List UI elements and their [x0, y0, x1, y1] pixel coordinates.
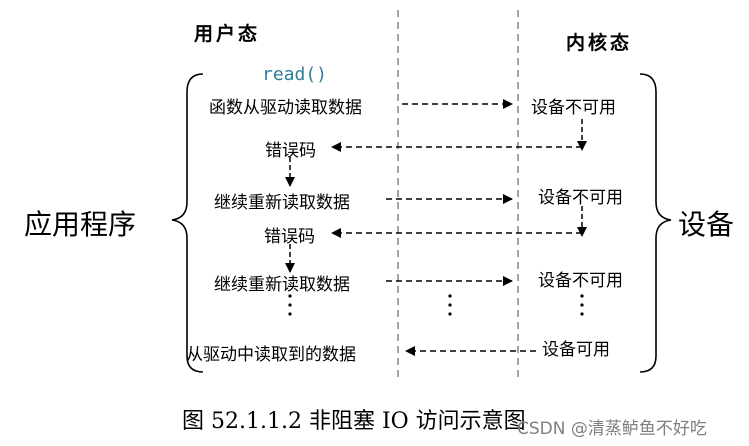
user-step-retry-1: 继续重新读取数据 [214, 193, 350, 213]
right-brace [639, 73, 672, 373]
watermark: CSDN @清蒸鲈鱼不好吃 [517, 419, 707, 439]
user-step-read-from-driver: 函数从驱动读取数据 [209, 98, 362, 118]
user-space-header: 用户态 [194, 23, 261, 45]
ellipsis-device [580, 294, 584, 316]
device-state-unavailable-1: 设备不可用 [531, 98, 616, 118]
ellipsis-user [288, 294, 292, 316]
user-error-code-1: 错误码 [265, 141, 316, 161]
device-state-unavailable-3: 设备不可用 [538, 271, 623, 291]
device-state-unavailable-2: 设备不可用 [538, 188, 623, 208]
ellipsis-middle [448, 294, 452, 316]
read-call: read() [262, 64, 328, 85]
figure-caption: 图 52.1.1.2 非阻塞 IO 访问示意图 [182, 409, 526, 434]
application-label: 应用程序 [24, 208, 137, 241]
user-error-code-2: 错误码 [264, 227, 315, 247]
kernel-space-header: 内核态 [566, 32, 633, 54]
left-brace [171, 73, 204, 373]
device-state-available: 设备可用 [542, 340, 610, 360]
user-step-retry-2: 继续重新读取数据 [214, 275, 350, 295]
user-step-data-received: 从驱动中读取到的数据 [186, 345, 356, 365]
device-label: 设备 [678, 208, 735, 241]
